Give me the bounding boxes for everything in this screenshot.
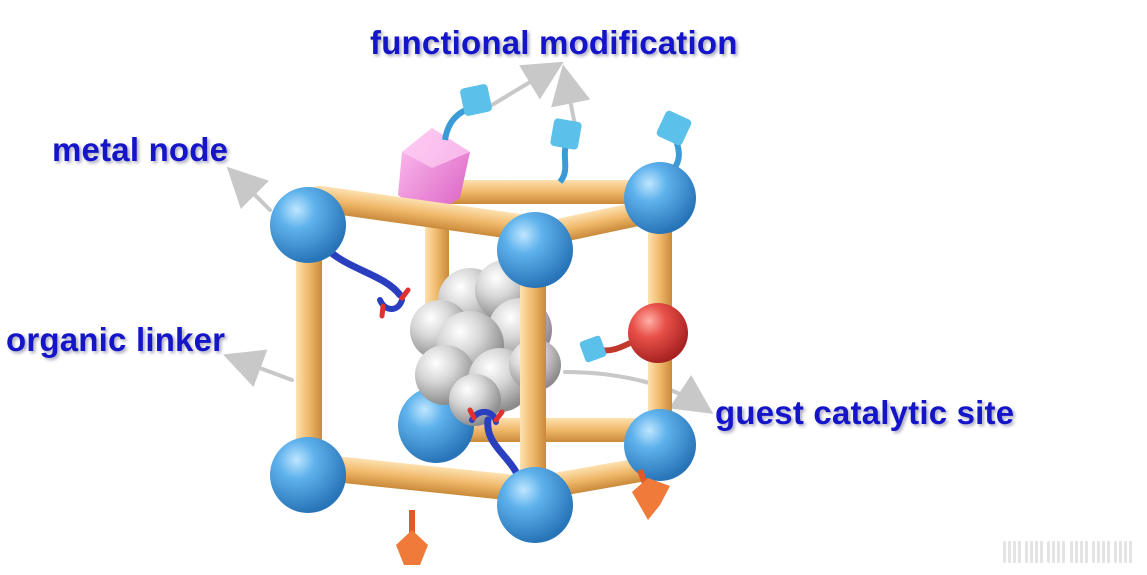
arrow-functional-right [551,64,591,127]
metal-node-top-front [497,212,573,288]
metal-node-bottom-right-back [624,409,696,481]
label-guest-catalytic-site: guest catalytic site [715,394,1015,431]
metal-node-bottom-left [270,437,346,513]
metal-nodes-front [270,162,696,543]
metal-node-bottom-front [497,467,573,543]
anchor-groups [396,468,670,565]
label-organic-linker: organic linker [6,321,226,358]
label-metal-node: metal node [52,131,229,168]
arrow-metal-node [226,166,272,212]
pointer-arrows [222,61,714,414]
pink-metal-node [398,128,470,218]
watermark-logo [1003,541,1134,563]
arrow-organic-linker [222,349,294,388]
label-functional-modification: functional modification [370,24,738,61]
metal-node-top-left [270,187,346,263]
arrow-guest-site [563,370,714,414]
red-catalytic-site [579,290,688,370]
arrow-functional-left [490,61,564,107]
metal-node-top-right-back [624,162,696,234]
